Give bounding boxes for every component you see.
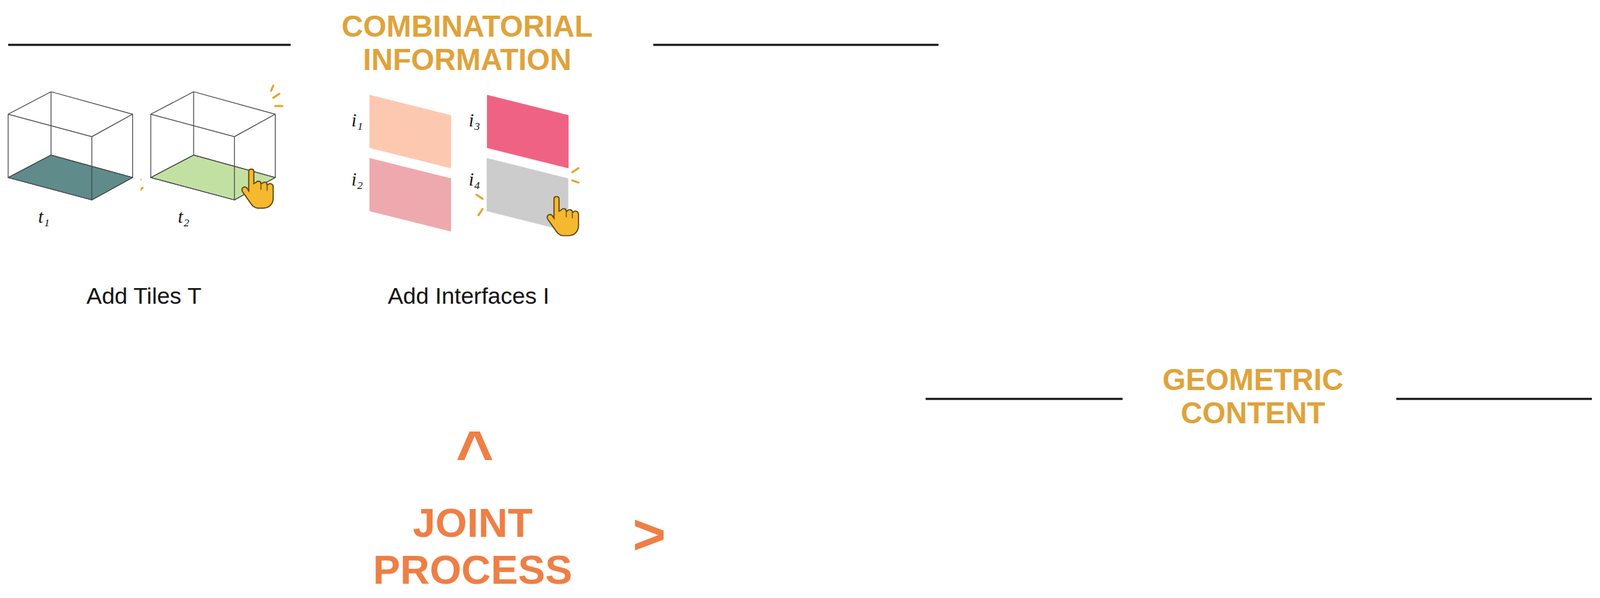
tile-illustration xyxy=(140,83,290,229)
step-label: Add Interfaces I xyxy=(346,283,591,309)
sparkle-stroke xyxy=(476,194,483,199)
cell-wireframe xyxy=(132,114,134,178)
cell-wireframe xyxy=(8,114,92,137)
interface-patch: i₂ xyxy=(347,152,456,235)
interface-face xyxy=(369,158,451,232)
pointer-hand xyxy=(242,169,274,208)
tile-face xyxy=(8,154,133,200)
interface-name: i₁ xyxy=(351,111,363,130)
interface-name: i₄ xyxy=(468,170,481,189)
interface-patch: i₁ xyxy=(347,89,456,172)
section-heading: COMBINATORIAL INFORMATION xyxy=(321,9,614,77)
cell-wireframe xyxy=(193,91,276,115)
cell-wireframe xyxy=(8,177,92,200)
hand-crease xyxy=(261,183,268,191)
arrow-glyph: > xyxy=(608,505,690,563)
hand-shape xyxy=(242,169,274,208)
sparkle-stroke xyxy=(140,187,143,194)
tile-name: t₁ xyxy=(38,207,50,226)
interface-patch: i₄ xyxy=(459,152,592,247)
cell-wireframe xyxy=(150,114,152,178)
tile-illustration xyxy=(0,83,145,229)
cell-wireframe xyxy=(150,91,194,115)
cell-wireframe xyxy=(7,114,9,178)
cell-wireframe xyxy=(275,114,276,178)
cell-wireframe xyxy=(8,91,51,115)
cell-wireframe xyxy=(91,114,133,137)
divider-line xyxy=(8,44,291,47)
arrow-glyph: ^ xyxy=(433,421,516,487)
step-label: Add Tiles T xyxy=(35,283,253,309)
tile-name: t₂ xyxy=(177,207,190,226)
cell-wireframe xyxy=(91,136,93,200)
cell-wireframe xyxy=(234,136,235,200)
cell-wireframe xyxy=(234,114,276,137)
pointer-hand xyxy=(547,196,579,236)
tile-cell: t₁ xyxy=(0,83,145,229)
interface-illustration xyxy=(347,152,456,235)
cell-wireframe xyxy=(193,154,276,178)
interface-name: i₃ xyxy=(468,111,481,130)
sparkle-stroke xyxy=(275,105,284,108)
divider-line xyxy=(653,44,939,47)
interface-face xyxy=(369,95,451,169)
interface-name: i₂ xyxy=(351,170,363,189)
cell-wireframe xyxy=(150,114,235,137)
hand-crease xyxy=(566,211,573,219)
tile-cell: t₂ xyxy=(140,83,290,229)
sparkle-stroke xyxy=(273,93,280,98)
cell-wireframe xyxy=(150,177,235,200)
cell-wireframe xyxy=(50,91,133,115)
hand-shape xyxy=(547,196,579,236)
interface-illustration xyxy=(464,89,573,172)
interface-patch: i₃ xyxy=(464,89,573,172)
sparkle-stroke xyxy=(572,180,579,183)
cell-wireframe xyxy=(50,91,52,155)
interface-illustration xyxy=(459,152,592,247)
divider-line xyxy=(1396,397,1592,400)
process-heading: JOINT PROCESS xyxy=(360,499,585,593)
divider-line xyxy=(925,397,1123,400)
cell-wireframe xyxy=(193,91,195,155)
section-heading: GEOMETRIC CONTENT xyxy=(1140,362,1366,430)
sparkle-stroke xyxy=(271,85,274,92)
sparkle-stroke xyxy=(478,209,483,216)
cell-wireframe xyxy=(150,154,194,178)
sparkle-stroke xyxy=(572,168,579,173)
cell-wireframe xyxy=(8,154,51,178)
cell-wireframe xyxy=(91,177,133,200)
interface-illustration xyxy=(347,89,456,172)
cell-wireframe xyxy=(50,154,133,178)
interface-face xyxy=(486,95,569,169)
